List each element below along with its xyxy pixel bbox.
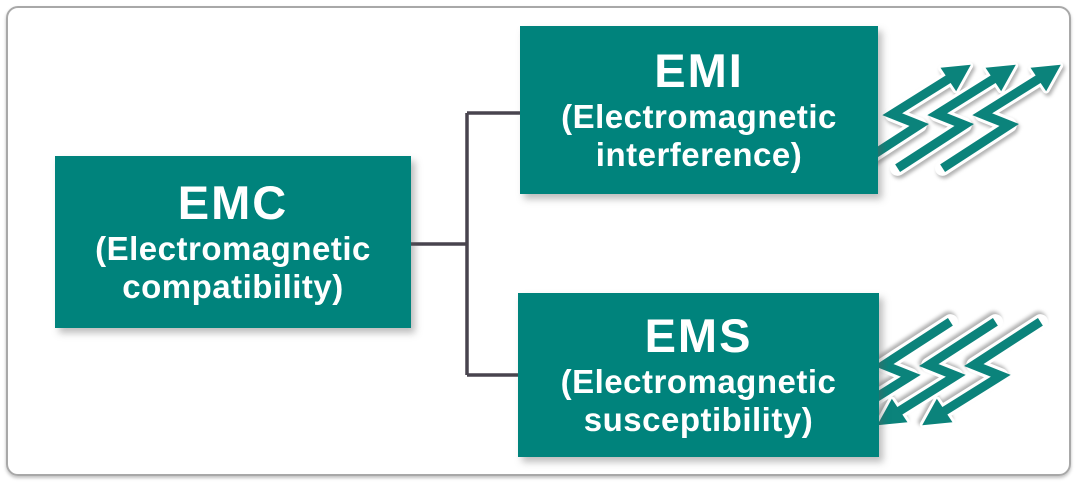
node-emi-label: (Electromagnetic interference) bbox=[561, 98, 837, 174]
node-emi-acronym: EMI bbox=[654, 44, 744, 98]
node-emc-label: (Electromagnetic compatibility) bbox=[95, 230, 371, 306]
frame-border bbox=[6, 6, 1071, 476]
node-ems-label: (Electromagnetic susceptibility) bbox=[560, 363, 837, 439]
node-emc: EMC (Electromagnetic compatibility) bbox=[55, 156, 411, 328]
node-emc-acronym: EMC bbox=[177, 176, 289, 230]
node-ems: EMS (Electromagnetic susceptibility) bbox=[518, 293, 879, 457]
node-ems-acronym: EMS bbox=[644, 309, 753, 363]
node-emi: EMI (Electromagnetic interference) bbox=[520, 26, 878, 194]
